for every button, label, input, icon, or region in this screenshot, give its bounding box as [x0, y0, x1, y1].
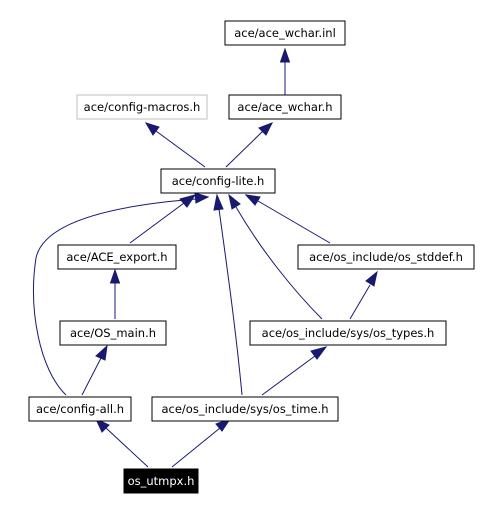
node-label: ace/ACE_export.h [66, 250, 167, 264]
edge-config-all-to-config-lite [33, 192, 210, 396]
node-os-types[interactable]: ace/os_include/sys/os_types.h [249, 320, 447, 346]
node-label: ace/os_include/sys/os_types.h [262, 326, 435, 340]
node-label: ace/ace_wchar.h [237, 100, 332, 114]
node-label: ace/ace_wchar.inl [234, 26, 336, 40]
edge-os-time-to-config-lite [213, 193, 243, 396]
edge-config-lite-to-ace-wchar-h [225, 122, 274, 168]
node-config-lite[interactable]: ace/config-lite.h [160, 168, 276, 194]
edge-config-all-to-os-main [81, 344, 108, 396]
node-ace-wchar-inl[interactable]: ace/ace_wchar.inl [224, 20, 346, 46]
edge-os-utmpx-to-config-all [94, 417, 149, 468]
edge-ace-wchar-h-to-ace-wchar-inl [279, 47, 291, 95]
edge-config-lite-to-config-macros [144, 122, 206, 168]
node-config-macros[interactable]: ace/config-macros.h [76, 94, 208, 120]
node-label: ace/config-lite.h [172, 174, 265, 188]
node-label: ace/config-macros.h [84, 100, 201, 114]
node-label: ace/config-all.h [36, 402, 124, 416]
edge-ace-export-to-config-lite [129, 194, 197, 244]
node-os-time[interactable]: ace/os_include/sys/os_time.h [151, 396, 339, 422]
node-os-stddef[interactable]: ace/os_include/os_stddef.h [297, 244, 475, 270]
edge-os-types-to-config-lite [228, 193, 323, 320]
node-ace-export[interactable]: ace/ACE_export.h [57, 244, 177, 270]
node-os-main[interactable]: ace/OS_main.h [59, 320, 167, 346]
edges [33, 47, 378, 468]
edge-os-main-to-ace-export [109, 268, 121, 319]
edge-os-utmpx-to-os-time [171, 418, 232, 468]
node-label: ace/OS_main.h [70, 326, 156, 340]
node-label: os_utmpx.h [128, 474, 195, 488]
edge-os-types-to-os-stddef [349, 270, 378, 320]
nodes: ace/ace_wchar.inl ace/config-macros.h ac… [28, 20, 475, 494]
node-ace-wchar-h[interactable]: ace/ace_wchar.h [228, 94, 342, 120]
node-os-utmpx-root[interactable]: os_utmpx.h [123, 468, 199, 494]
node-label: ace/os_include/sys/os_time.h [161, 402, 328, 416]
node-config-all[interactable]: ace/config-all.h [28, 396, 132, 422]
node-label: ace/os_include/os_stddef.h [309, 250, 463, 264]
edge-os-time-to-os-types [261, 346, 328, 396]
edge-os-stddef-to-config-lite [244, 194, 331, 244]
